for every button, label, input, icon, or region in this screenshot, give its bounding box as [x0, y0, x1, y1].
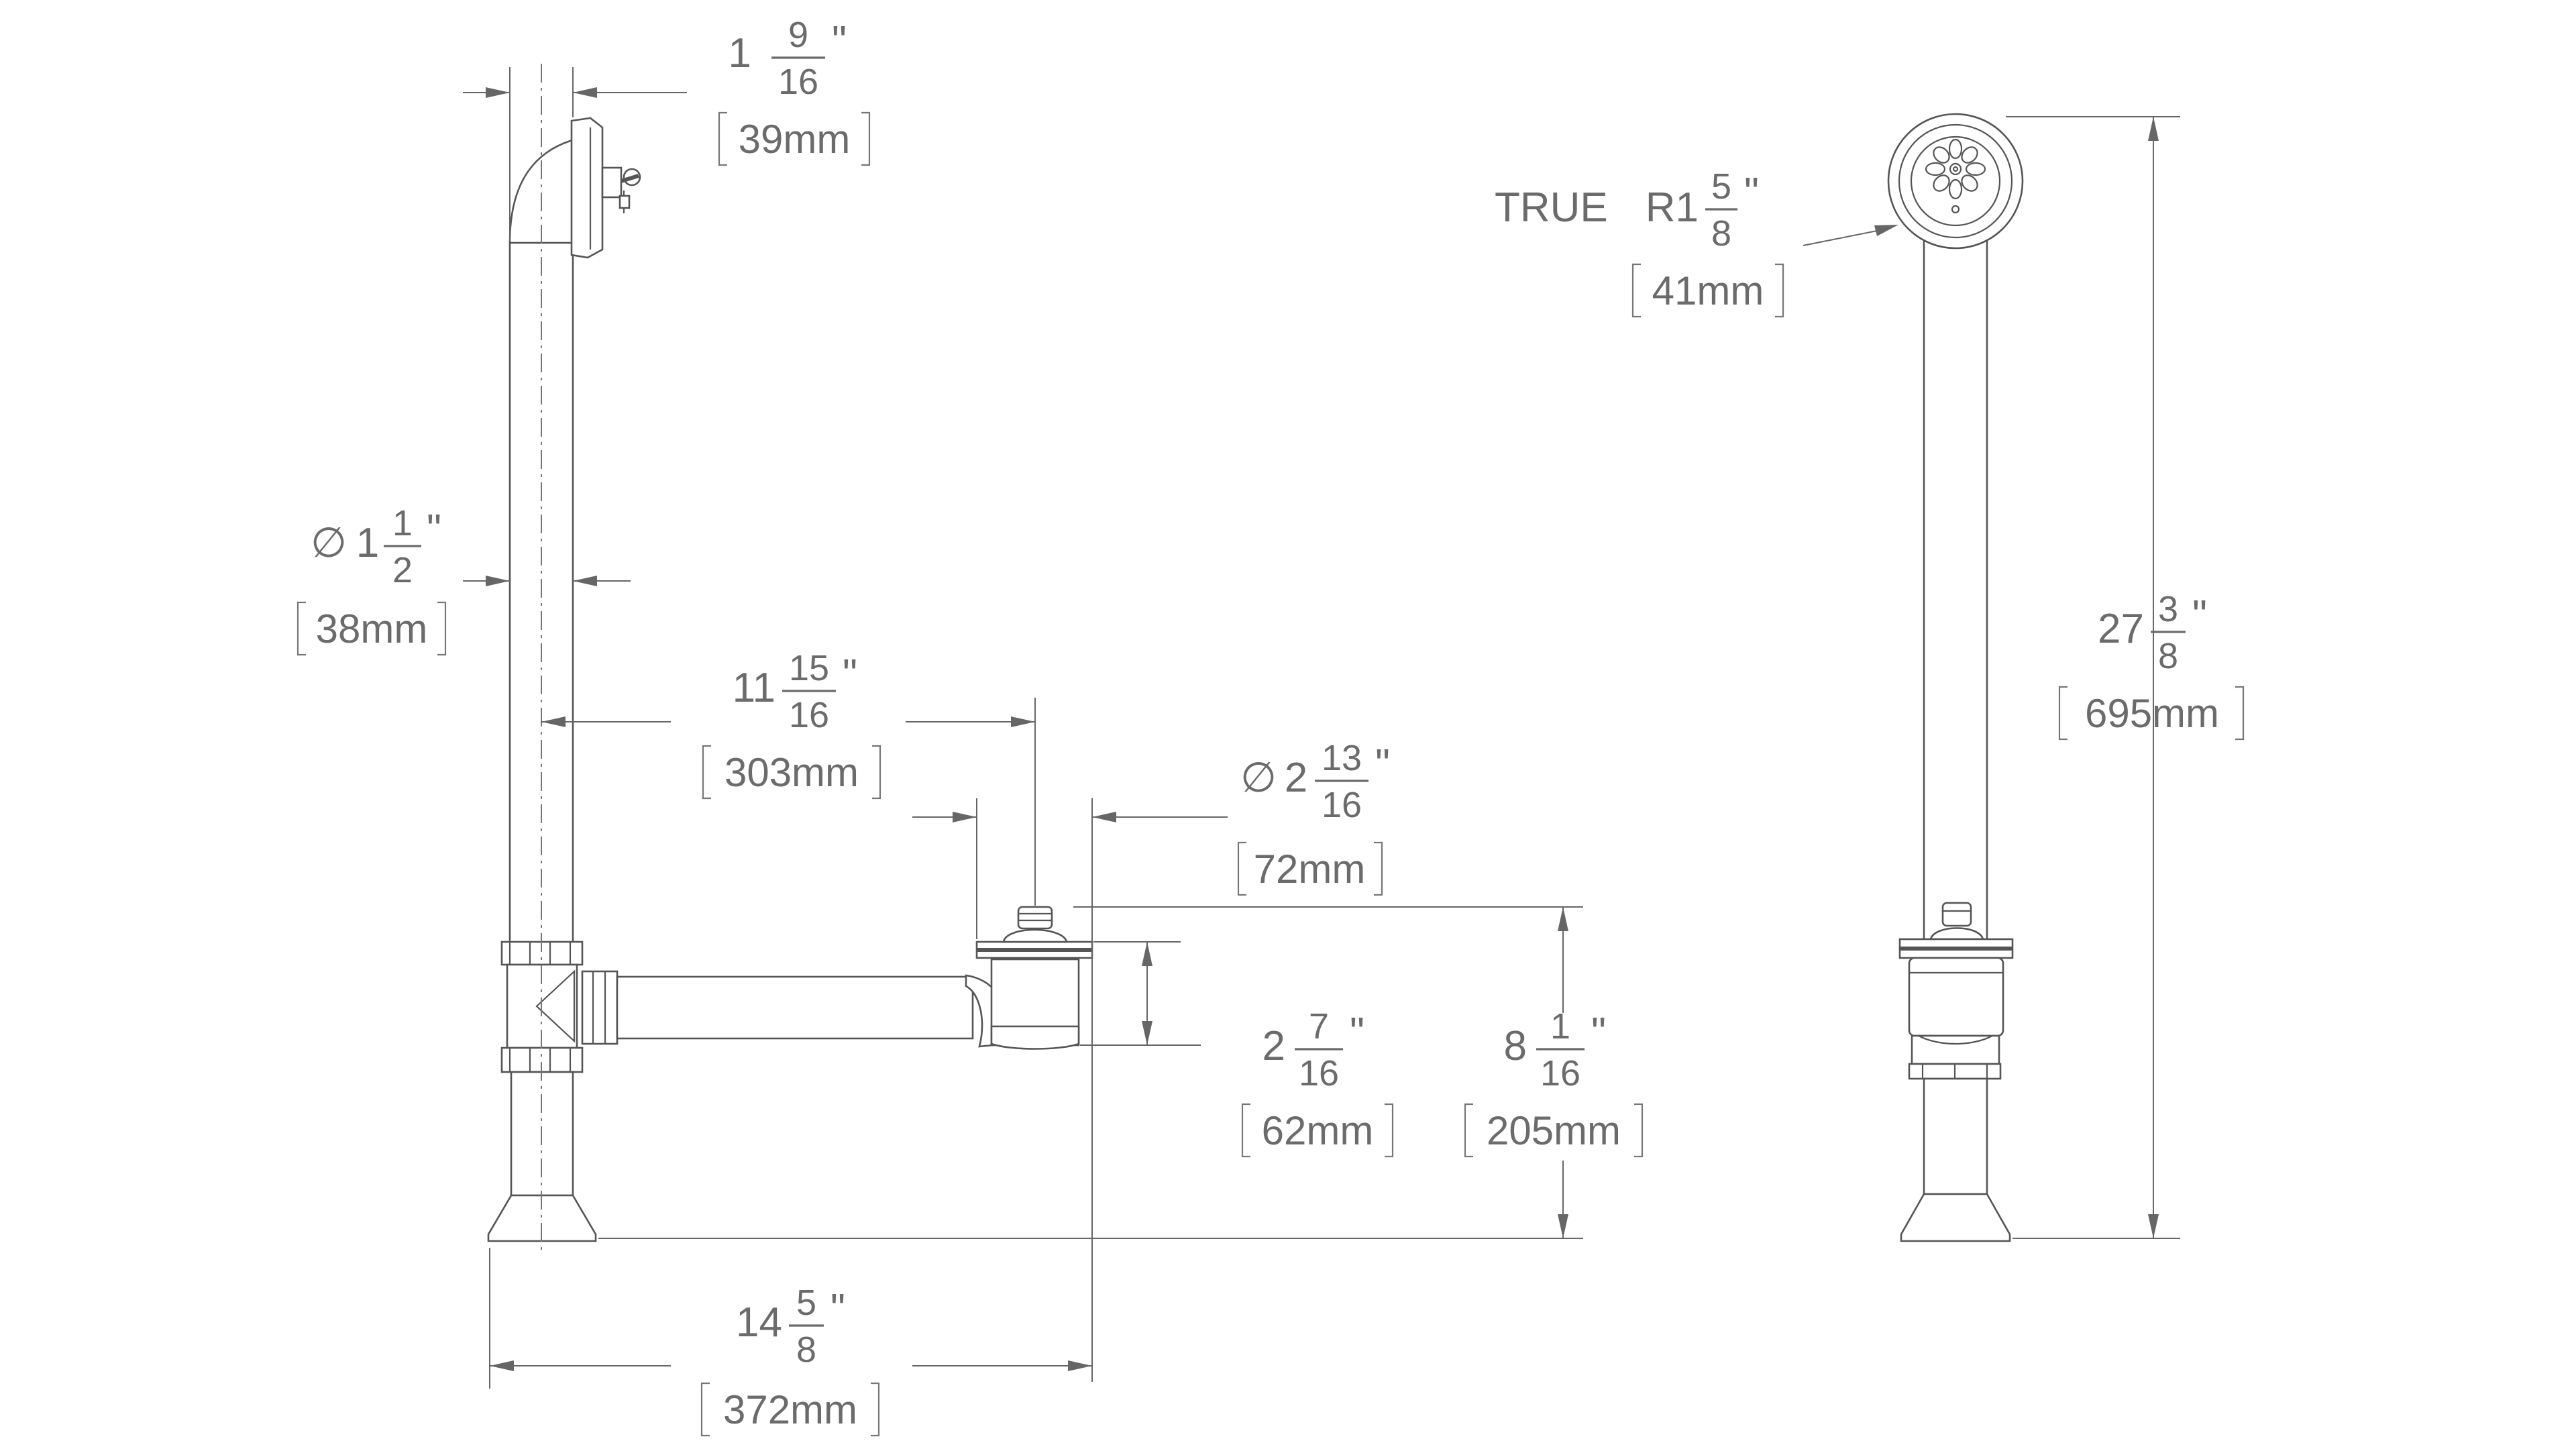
dim-unit: ": [843, 651, 857, 698]
dim-diameter-symbol: ∅: [311, 520, 347, 566]
drain-stopper-knob: [1017, 906, 1053, 930]
dim-numerator: 3: [2158, 589, 2178, 629]
dim-denominator: 8: [2158, 636, 2178, 676]
dim-unit: ": [1744, 170, 1759, 216]
dim-whole: R1: [1646, 184, 1699, 231]
front-vertical-tube: [1923, 237, 1988, 951]
dim-unit: ": [1591, 1010, 1606, 1056]
dim-overflow-height: 1 9 16 " 39mm: [718, 15, 871, 166]
dim-numerator: 9: [788, 15, 808, 55]
front-floor-flange: [1900, 1193, 2011, 1242]
front-lower-tube: [1923, 1077, 1988, 1195]
trip-lever-icon: [601, 166, 641, 213]
dim-whole: 11: [733, 665, 775, 711]
dim-overall-width: 14 5 8 " 372mm: [700, 1283, 880, 1437]
floor-flange: [487, 1194, 597, 1242]
overflow-grate-icon: [1925, 138, 1986, 214]
dim-unit: ": [832, 18, 847, 64]
dim-metric: 372mm: [723, 1387, 857, 1432]
dim-denominator: 16: [778, 62, 818, 102]
dim-drain-depth: 2 7 16 " 62mm: [1241, 1006, 1394, 1158]
dim-metric: 38mm: [316, 606, 428, 651]
dim-denominator: 16: [1299, 1053, 1339, 1093]
dimension-lines: [463, 67, 2180, 1389]
dim-metric: 72mm: [1254, 847, 1366, 892]
dim-denominator: 16: [1540, 1053, 1580, 1093]
dim-numerator: 5: [796, 1283, 816, 1323]
dim-numerator: 1: [1550, 1006, 1570, 1046]
tee-side-nut: [581, 970, 619, 1045]
dim-denominator: 16: [1322, 785, 1362, 825]
dim-tube-diameter: ∅ 1 1 2 " 38mm: [297, 503, 447, 656]
dim-unit: ": [1350, 1010, 1364, 1056]
dim-denominator: 16: [789, 695, 829, 735]
dim-unit: ": [2192, 592, 2207, 639]
dim-overall-height: 27 3 8 " 695mm: [2058, 589, 2245, 741]
overflow-faceplate: [570, 117, 604, 259]
drain-stopper-cap: [1002, 928, 1068, 943]
side-view-drain-assembly: [487, 64, 1093, 1254]
dim-whole: 27: [2098, 606, 2144, 652]
dim-metric: 41mm: [1652, 268, 1764, 313]
dim-whole: 14: [736, 1299, 782, 1346]
dim-whole: 2: [1285, 755, 1307, 801]
dim-whole: 1: [356, 520, 379, 566]
front-drain-stopper-knob: [1941, 902, 1972, 927]
dim-metric: 303mm: [724, 750, 859, 795]
dim-unit: ": [830, 1286, 845, 1332]
front-overflow-faceplate: [1887, 113, 2024, 250]
dim-numerator: 5: [1711, 166, 1731, 207]
dim-offset-horizontal: 11 15 16 " 303mm: [702, 648, 881, 800]
dim-diameter-symbol: ∅: [1240, 755, 1277, 801]
dim-unit: ": [1375, 741, 1390, 788]
front-drain-stopper-cap: [1929, 927, 1984, 941]
horizontal-tube: [616, 975, 974, 1040]
front-view-drain-assembly: [1887, 113, 2024, 1242]
dim-metric: 205mm: [1487, 1108, 1621, 1153]
dim-unit: ": [427, 506, 441, 553]
dim-metric: 62mm: [1262, 1108, 1374, 1153]
dim-whole: 8: [1504, 1023, 1527, 1069]
dim-numerator: 13: [1322, 738, 1362, 778]
dim-metric: 695mm: [2085, 691, 2219, 736]
overflow-elbow: [508, 140, 586, 244]
dim-true-label: TRUE: [1495, 184, 1608, 231]
front-drain-nut: [1911, 1034, 2000, 1065]
dim-whole: 1: [729, 30, 751, 76]
dim-metric: 39mm: [739, 117, 851, 162]
dim-denominator: 8: [796, 1330, 816, 1370]
dim-faceplate-radius: TRUE R1 5 8 " 41mm: [1495, 166, 1784, 318]
dim-numerator: 7: [1309, 1006, 1329, 1046]
dim-drain-diameter: ∅ 2 13 16 " 72mm: [1237, 738, 1390, 896]
dim-numerator: 1: [392, 503, 413, 543]
dim-denominator: 8: [1711, 213, 1731, 254]
dim-drain-height: 8 1 16 " 205mm: [1464, 1006, 1644, 1158]
dim-whole: 2: [1263, 1023, 1285, 1069]
dim-numerator: 15: [789, 648, 829, 688]
dim-denominator: 2: [392, 550, 413, 590]
front-drain-body: [1908, 957, 2004, 1037]
